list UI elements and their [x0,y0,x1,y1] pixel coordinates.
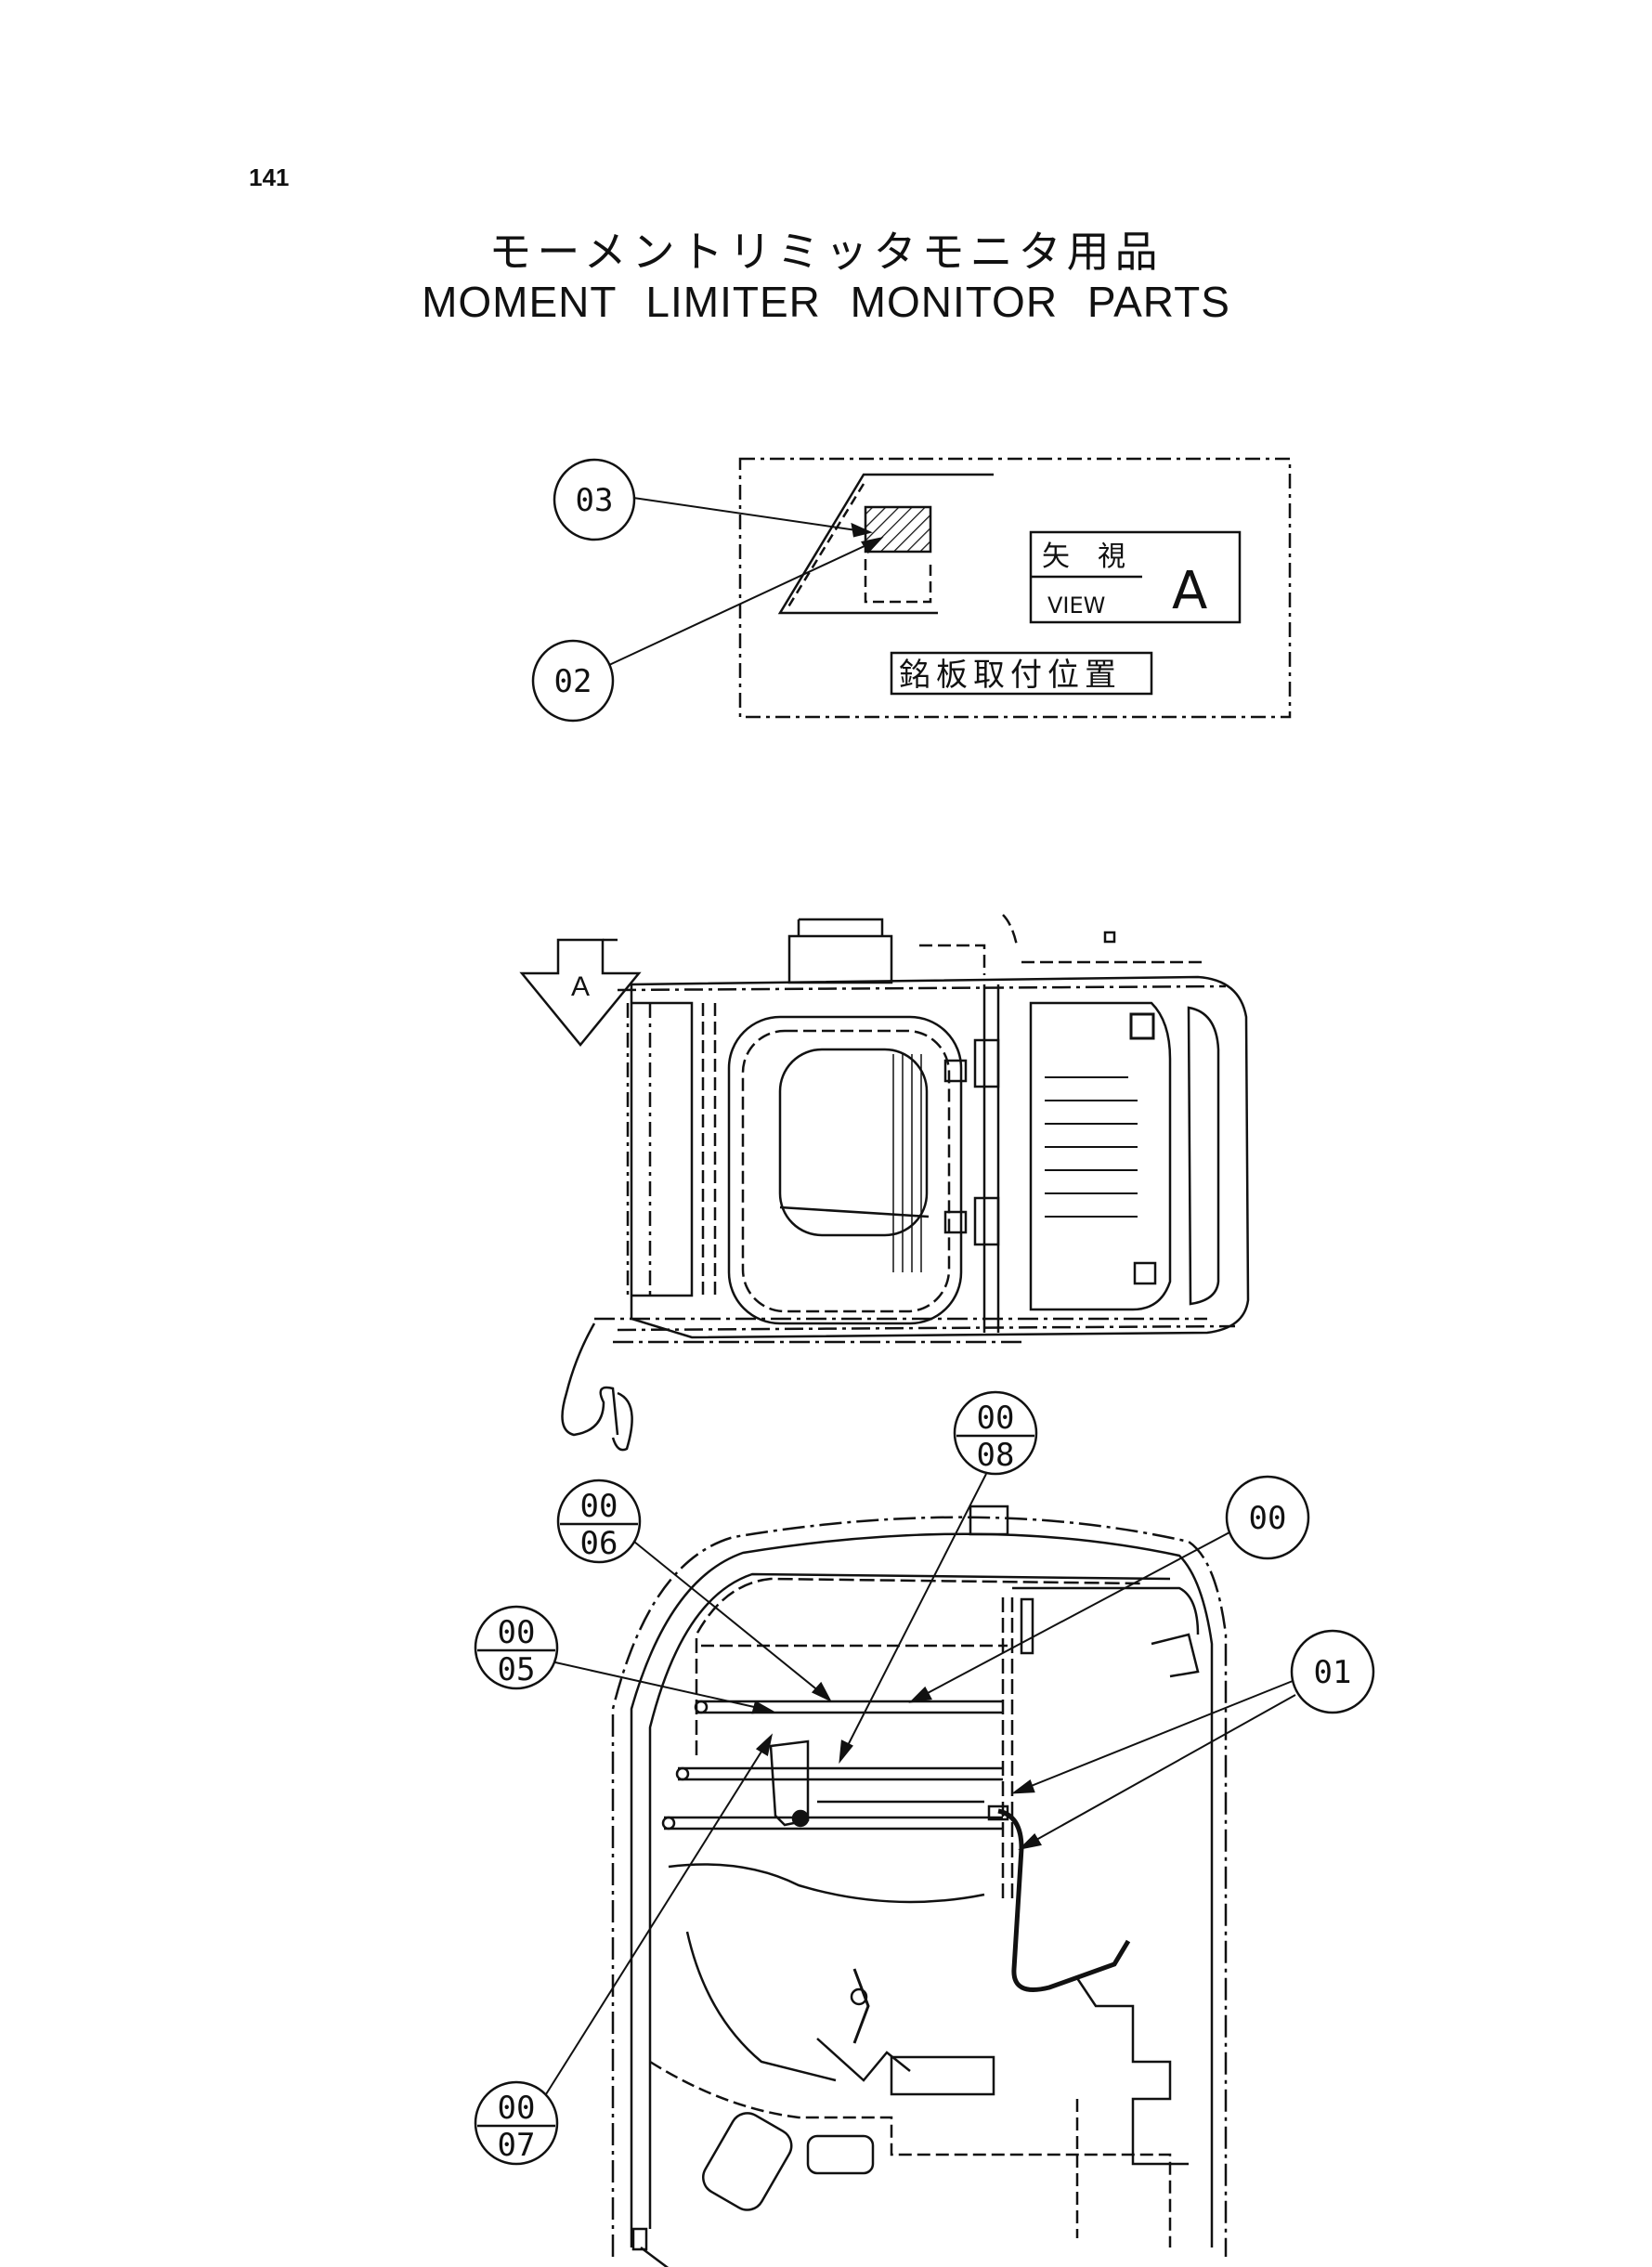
svg-text:06: 06 [580,1525,618,1562]
cab-monitor-position [1129,1012,1155,1040]
cab-floor [649,2060,1172,2247]
callout-03: 03 [553,458,873,541]
svg-text:05: 05 [498,1651,536,1688]
cab-right-console [1029,1001,1172,1311]
window-outline-upper [777,473,994,615]
view-a-label-english: VIEW [1047,593,1105,619]
plate-position-box [890,651,1153,696]
rail-middle [696,1700,1003,1714]
svg-text:00: 00 [498,1614,536,1651]
svg-text:00: 00 [1249,1500,1287,1537]
callout-01: 01 [1010,1629,1375,1851]
svg-text:00: 00 [977,1400,1015,1437]
svg-text:02: 02 [554,663,592,700]
view-a-detail: 矢 視 VIEW A 銘板取付位置 [738,457,1292,719]
cab-shell-outline [611,1516,1228,2257]
callout-00-06: 00 06 [556,1479,832,1702]
wire-harness [997,1808,1131,1992]
svg-text:07: 07 [498,2127,536,2164]
page-title-japanese: モーメントリミッタモニタ用品 [488,227,1164,277]
callout-02: 02 [531,536,884,723]
svg-text:08: 08 [977,1437,1015,1474]
cab-seat [778,1048,929,1237]
callout-00-07: 00 07 [474,1733,774,2166]
name-plate-outline [864,559,932,604]
view-a-letter: A [1172,561,1207,621]
svg-text:00: 00 [580,1488,618,1525]
cab-interior-view [611,1505,1228,2267]
cab-outer-outline [630,975,1250,1339]
page-number: 141 [249,163,290,191]
page-title-english: MOMENT LIMITER MONITOR PARTS [422,278,1230,326]
svg-text:00: 00 [498,2090,536,2127]
plate-position-label: 銘板取付位置 [899,657,1122,694]
view-arrow-a-letter: A [571,971,590,1002]
rail-lower [678,1766,1003,1781]
callout-00-08: 00 08 [839,1390,1038,1765]
callout-00: 00 [908,1475,1310,1703]
cab-hanging-strap [561,1322,619,1437]
svg-text:01: 01 [1314,1654,1352,1691]
svg-text:03: 03 [576,482,614,519]
cab-inner-frame [695,1577,1143,1755]
cab-top-view: A [519,914,1250,1452]
view-arrow-a [519,938,642,1047]
cab-window-outer [727,1015,963,1325]
callout-00-05: 00 05 [474,1605,775,1714]
cab-base-plate [640,2247,670,2267]
view-a-dashed-frame [738,457,1292,719]
view-a-label-japanese: 矢 視 [1042,541,1125,573]
